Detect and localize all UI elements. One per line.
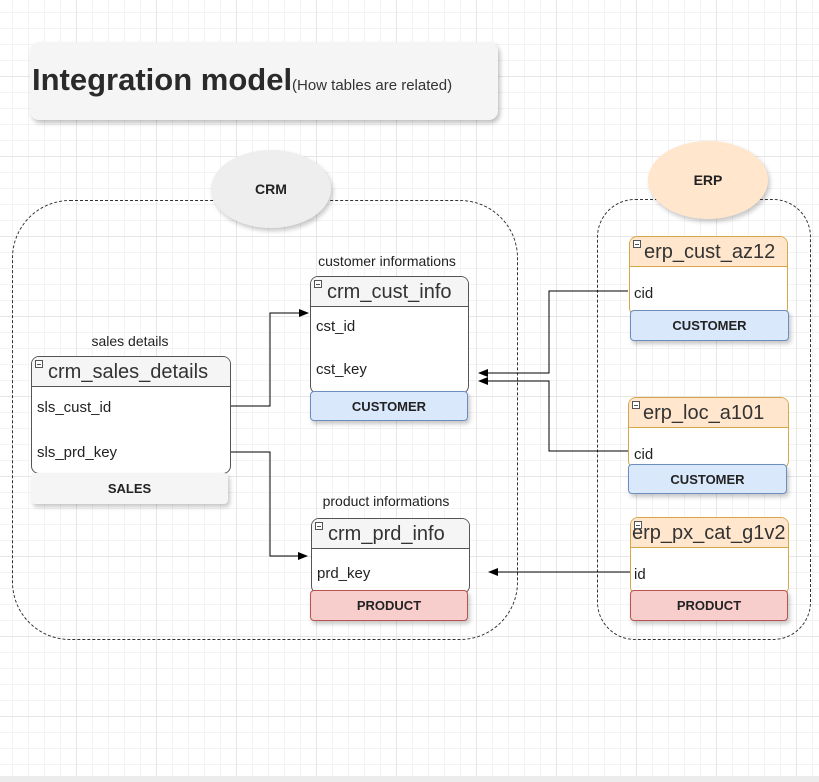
erp-group-label: ERP bbox=[648, 141, 768, 219]
table-header: crm_sales_details bbox=[32, 357, 230, 387]
connector-sales-to-product bbox=[231, 451, 308, 560]
collapse-icon[interactable] bbox=[634, 521, 642, 529]
table-crm-cust-info[interactable]: crm_cust_info cst_id cst_key bbox=[310, 276, 469, 394]
table-erp-px-cat-g1v2[interactable]: erp_px_cat_g1v2 id bbox=[630, 517, 789, 595]
collapse-icon[interactable] bbox=[315, 522, 323, 530]
table-name: erp_cust_az12 bbox=[644, 241, 776, 263]
table-name: erp_loc_a101 bbox=[643, 402, 765, 424]
product-tag: PRODUCT bbox=[310, 590, 468, 621]
field-prd-key[interactable]: prd_key bbox=[317, 565, 371, 582]
footer-bar bbox=[0, 776, 819, 782]
table-header: erp_cust_az12 bbox=[630, 237, 787, 267]
connector-erp-cust-to-crm-cust bbox=[478, 290, 628, 377]
page-title: Integration model bbox=[32, 62, 293, 97]
field-id[interactable]: id bbox=[634, 566, 646, 583]
field-cid[interactable]: cid bbox=[634, 446, 654, 463]
table-crm-prd-info[interactable]: crm_prd_info prd_key bbox=[311, 518, 470, 594]
caption-customer-informations: customer informations bbox=[318, 253, 456, 269]
sales-tag: SALES bbox=[31, 473, 228, 504]
caption-product-informations: product informations bbox=[322, 493, 450, 509]
collapse-icon[interactable] bbox=[35, 360, 43, 368]
table-name: crm_sales_details bbox=[48, 361, 209, 383]
customer-tag: CUSTOMER bbox=[630, 310, 789, 341]
table-name: erp_px_cat_g1v2 bbox=[632, 522, 786, 544]
table-erp-loc-a101[interactable]: erp_loc_a101 cid bbox=[628, 397, 789, 469]
collapse-icon[interactable] bbox=[314, 280, 322, 288]
table-name: crm_cust_info bbox=[327, 281, 452, 303]
connector-sales-to-customer bbox=[231, 309, 309, 407]
table-name: crm_prd_info bbox=[328, 523, 445, 545]
table-header: erp_px_cat_g1v2 bbox=[631, 518, 788, 548]
table-crm-sales-details[interactable]: crm_sales_details sls_cust_id sls_prd_ke… bbox=[31, 356, 231, 474]
table-header: crm_cust_info bbox=[311, 277, 468, 307]
customer-tag: CUSTOMER bbox=[310, 391, 468, 421]
collapse-icon[interactable] bbox=[633, 240, 641, 248]
title-box bbox=[30, 42, 498, 120]
field-cst-key[interactable]: cst_key bbox=[316, 361, 367, 378]
caption-sales-details: sales details bbox=[91, 333, 169, 349]
field-cst-id[interactable]: cst_id bbox=[316, 318, 356, 335]
connector-erp-loc-to-crm-cust bbox=[478, 377, 628, 452]
page-subtitle: (How tables are related) bbox=[292, 77, 453, 94]
field-sls-prd-key[interactable]: sls_prd_key bbox=[37, 444, 118, 461]
crm-group-label: CRM bbox=[211, 150, 331, 228]
table-header: crm_prd_info bbox=[312, 519, 469, 549]
table-header: erp_loc_a101 bbox=[629, 398, 788, 428]
field-cid[interactable]: cid bbox=[634, 285, 654, 302]
field-sls-cust-id[interactable]: sls_cust_id bbox=[37, 399, 112, 416]
customer-tag: CUSTOMER bbox=[628, 464, 787, 494]
product-tag: PRODUCT bbox=[630, 590, 788, 621]
collapse-icon[interactable] bbox=[632, 401, 640, 409]
